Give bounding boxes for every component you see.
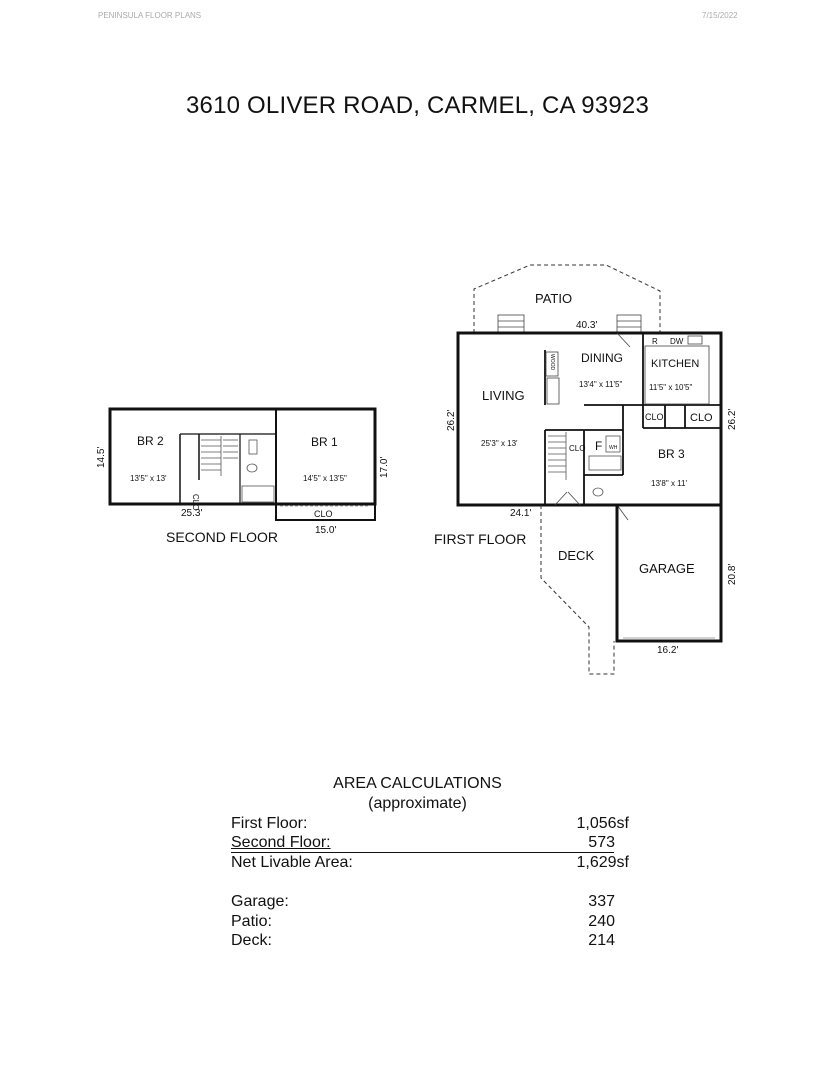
area-label-patio: Patio: xyxy=(231,913,272,930)
page-title: 3610 OLIVER ROAD, CARMEL, CA 93923 xyxy=(185,92,649,119)
living-label: LIVING xyxy=(482,388,525,403)
sum-divider xyxy=(231,852,614,853)
area-label-deck: Deck: xyxy=(231,932,272,949)
br1-size: 14'5" x 13'5" xyxy=(303,474,347,483)
area-value-patio: 240 xyxy=(588,913,615,930)
br3-size: 13'8" x 11' xyxy=(651,479,687,488)
area-label-first-floor: First Floor: xyxy=(231,815,308,832)
patio-label: PATIO xyxy=(535,291,572,306)
first-floor-dim-left: 26.2' xyxy=(446,410,457,431)
closet-label-a: CLO xyxy=(645,412,664,422)
area-value-deck: 214 xyxy=(588,932,615,949)
br2-closet-label: CLO xyxy=(191,494,200,510)
garage-dim-bottom: 16.2' xyxy=(657,645,678,656)
area-value-first-floor: 1,056sf xyxy=(576,815,629,832)
wood-label: WOOD xyxy=(549,354,555,370)
first-floor-dim-top: 40.3' xyxy=(576,320,597,331)
dining-size: 13'4" x 11'5" xyxy=(579,380,622,389)
garage-dim-right: 20.8' xyxy=(727,564,738,585)
fridge-label: R xyxy=(652,337,658,346)
area-value-second-floor: 573 xyxy=(588,834,615,851)
plan-date: 7/15/2022 xyxy=(702,11,738,20)
first-floor-label: FIRST FLOOR xyxy=(434,531,526,547)
dining-label: DINING xyxy=(581,351,623,365)
company-name: PENINSULA FLOOR PLANS xyxy=(98,11,202,20)
second-floor-dim-right: 17.0' xyxy=(379,457,390,478)
living-size: 25'3" x 13' xyxy=(481,439,518,448)
second-floor-dim-bottom-left: 25.3' xyxy=(181,508,202,519)
area-subheading: (approximate) xyxy=(368,795,467,812)
br1-closet-label: CLO xyxy=(314,509,333,519)
kitchen-label: KITCHEN xyxy=(651,358,699,370)
area-value-net-livable: 1,629sf xyxy=(576,854,629,871)
closet-label-c: CLO xyxy=(569,444,585,453)
first-floor-dim-bottom: 24.1' xyxy=(510,508,531,519)
kitchen-size: 11'5" x 10'5" xyxy=(649,383,692,392)
furnace-label: F xyxy=(595,439,602,453)
br1-label: BR 1 xyxy=(311,435,338,449)
area-value-garage: 337 xyxy=(588,893,615,910)
dishwasher-label: DW xyxy=(670,337,684,346)
br2-label: BR 2 xyxy=(137,434,164,448)
garage-label: GARAGE xyxy=(639,561,695,576)
first-floor-dim-right: 26.2' xyxy=(727,409,738,430)
area-heading: AREA CALCULATIONS xyxy=(333,775,502,792)
second-floor-label: SECOND FLOOR xyxy=(166,529,278,545)
water-heater-label: WH xyxy=(609,445,618,451)
plan-labels: BR 2 13'5" x 13' BR 1 14'5" x 13'5" CLO … xyxy=(96,291,738,656)
second-floor-dim-left: 14.5' xyxy=(96,447,107,468)
second-floor-dim-bottom-right: 15.0' xyxy=(315,525,336,536)
closet-label-b: CLO xyxy=(690,412,713,424)
br3-label: BR 3 xyxy=(658,447,685,461)
second-floor-plan xyxy=(108,407,377,521)
br2-size: 13'5" x 13' xyxy=(130,474,167,483)
deck-label: DECK xyxy=(558,548,594,563)
area-label-garage: Garage: xyxy=(231,893,289,910)
first-floor-plan xyxy=(456,264,723,675)
area-label-second-floor: Second Floor: xyxy=(231,834,331,851)
area-label-net-livable: Net Livable Area: xyxy=(231,854,353,871)
